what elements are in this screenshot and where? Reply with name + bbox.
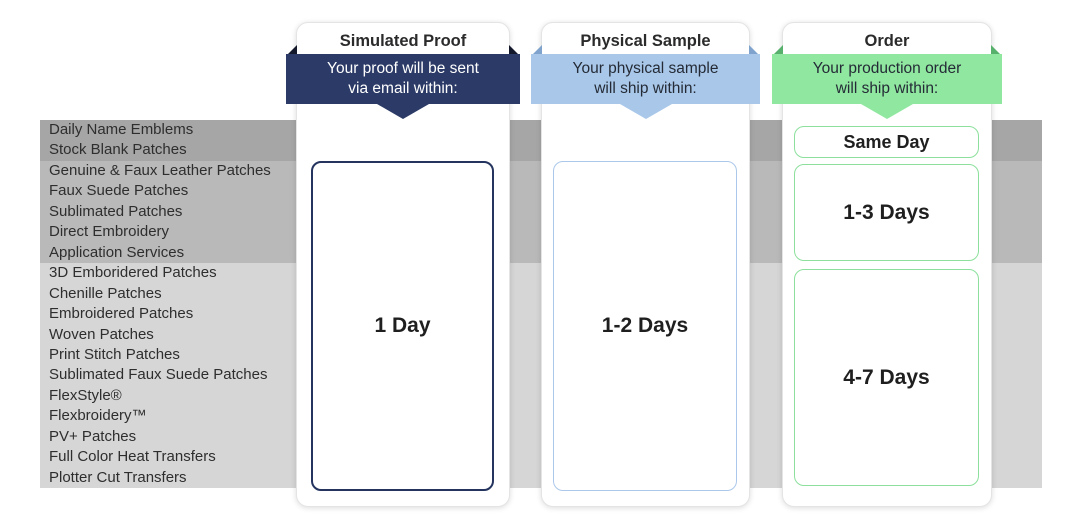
column-title: Order [864, 32, 910, 50]
timing-box-1-day: 1 Day [311, 161, 494, 491]
banner-text-line: Your physical sample [572, 59, 719, 77]
product-row: Daily Name Emblems [49, 121, 194, 138]
ribbon-fold-right-icon [509, 45, 518, 54]
timing-label: 1 Day [374, 314, 431, 337]
timing-box-4-7-days: 4-7 Days [794, 269, 979, 486]
column-physical-sample: Physical Sample Your physical sample wil… [531, 22, 760, 507]
chevron-down-icon [377, 104, 429, 119]
product-row: Faux Suede Patches [49, 182, 189, 200]
product-row: 3D Emboridered Patches [49, 264, 217, 282]
ribbon-fold-right-icon [749, 45, 758, 54]
banner-text-line: via email within: [348, 80, 458, 97]
ribbon-fold-right-icon [991, 45, 1000, 54]
product-row: FlexStyle® [49, 386, 122, 404]
timing-label: Same Day [843, 131, 930, 152]
simulated-proof-banner: Your proof will be sent via email within… [286, 45, 520, 119]
product-row: Direct Embroidery [49, 223, 170, 241]
timing-box-1-3-days: 1-3 Days [794, 164, 979, 261]
banner-text-line: Your proof will be sent [327, 59, 479, 77]
product-row: Full Color Heat Transfers [49, 448, 216, 466]
product-row: Chenille Patches [49, 284, 162, 302]
product-row: Genuine & Faux Leather Patches [49, 161, 271, 179]
timing-label: 1-3 Days [843, 200, 930, 224]
product-row: Woven Patches [49, 325, 154, 343]
product-row: PV+ Patches [49, 427, 137, 445]
timing-label: 1-2 Days [601, 314, 689, 337]
ribbon-fold-left-icon [774, 45, 783, 54]
chevron-down-icon [861, 104, 913, 119]
ribbon-fold-left-icon [533, 45, 542, 54]
product-row: Sublimated Patches [49, 202, 183, 220]
order-banner: Your production order will ship within: [772, 45, 1002, 119]
timing-box-1-2-days: 1-2 Days [553, 161, 737, 491]
product-row: Stock Blank Patches [49, 141, 187, 159]
column-title: Physical Sample [580, 32, 711, 50]
product-row: Print Stitch Patches [49, 345, 180, 363]
ribbon-fold-left-icon [288, 45, 297, 54]
product-row: Sublimated Faux Suede Patches [49, 366, 268, 384]
column-simulated-proof: Simulated Proof Your proof will be sent … [286, 22, 520, 507]
column-order: Order Your production order will ship wi… [772, 22, 1002, 507]
timing-label: 4-7 Days [843, 365, 930, 389]
banner-text-line: will ship within: [835, 80, 939, 97]
timing-box-same-day: Same Day [794, 126, 979, 158]
product-row: Embroidered Patches [49, 305, 194, 323]
product-row: Flexbroidery™ [49, 407, 147, 425]
product-row: Plotter Cut Transfers [49, 468, 187, 486]
chevron-down-icon [619, 104, 672, 119]
banner-text-line: will ship within: [594, 80, 697, 97]
banner-text-line: Your production order [812, 59, 962, 77]
physical-sample-banner: Your physical sample will ship within: [531, 45, 760, 119]
column-title: Simulated Proof [339, 32, 467, 50]
product-row: Application Services [49, 243, 185, 261]
